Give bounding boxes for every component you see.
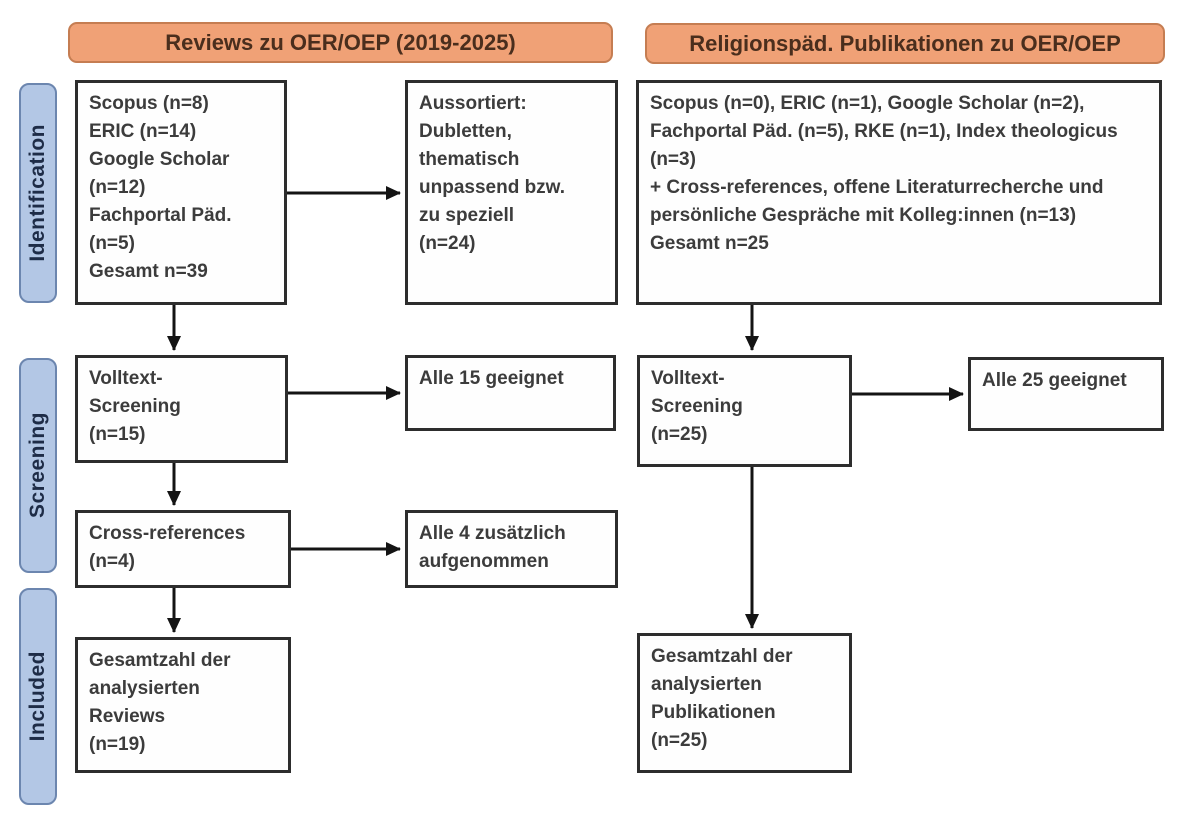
stage-label-included-text: Included xyxy=(26,651,49,742)
box-left-identification-sources: Scopus (n=8)ERIC (n=14)Google Scholar (n… xyxy=(75,80,287,305)
stage-label-screening: Screening xyxy=(19,358,57,573)
stage-label-screening-text: Screening xyxy=(26,412,49,519)
box-left-fulltext-result: Alle 15 geeignet xyxy=(405,355,616,431)
stage-label-identification-text: Identification xyxy=(26,124,49,262)
box-right-fulltext-screening: Volltext-Screening(n=25) xyxy=(637,355,852,467)
column-header-reviews: Reviews zu OER/OEP (2019-2025) xyxy=(68,22,613,63)
box-right-identification-sources: Scopus (n=0), ERIC (n=1), Google Scholar… xyxy=(636,80,1162,305)
box-right-fulltext-result: Alle 25 geeignet xyxy=(968,357,1164,431)
column-header-religionspaed: Religionspäd. Publikationen zu OER/OEP xyxy=(645,23,1165,64)
stage-label-identification: Identification xyxy=(19,83,57,303)
box-left-fulltext-screening: Volltext-Screening(n=15) xyxy=(75,355,288,463)
box-left-cross-references: Cross-references(n=4) xyxy=(75,510,291,588)
stage-label-included: Included xyxy=(19,588,57,805)
